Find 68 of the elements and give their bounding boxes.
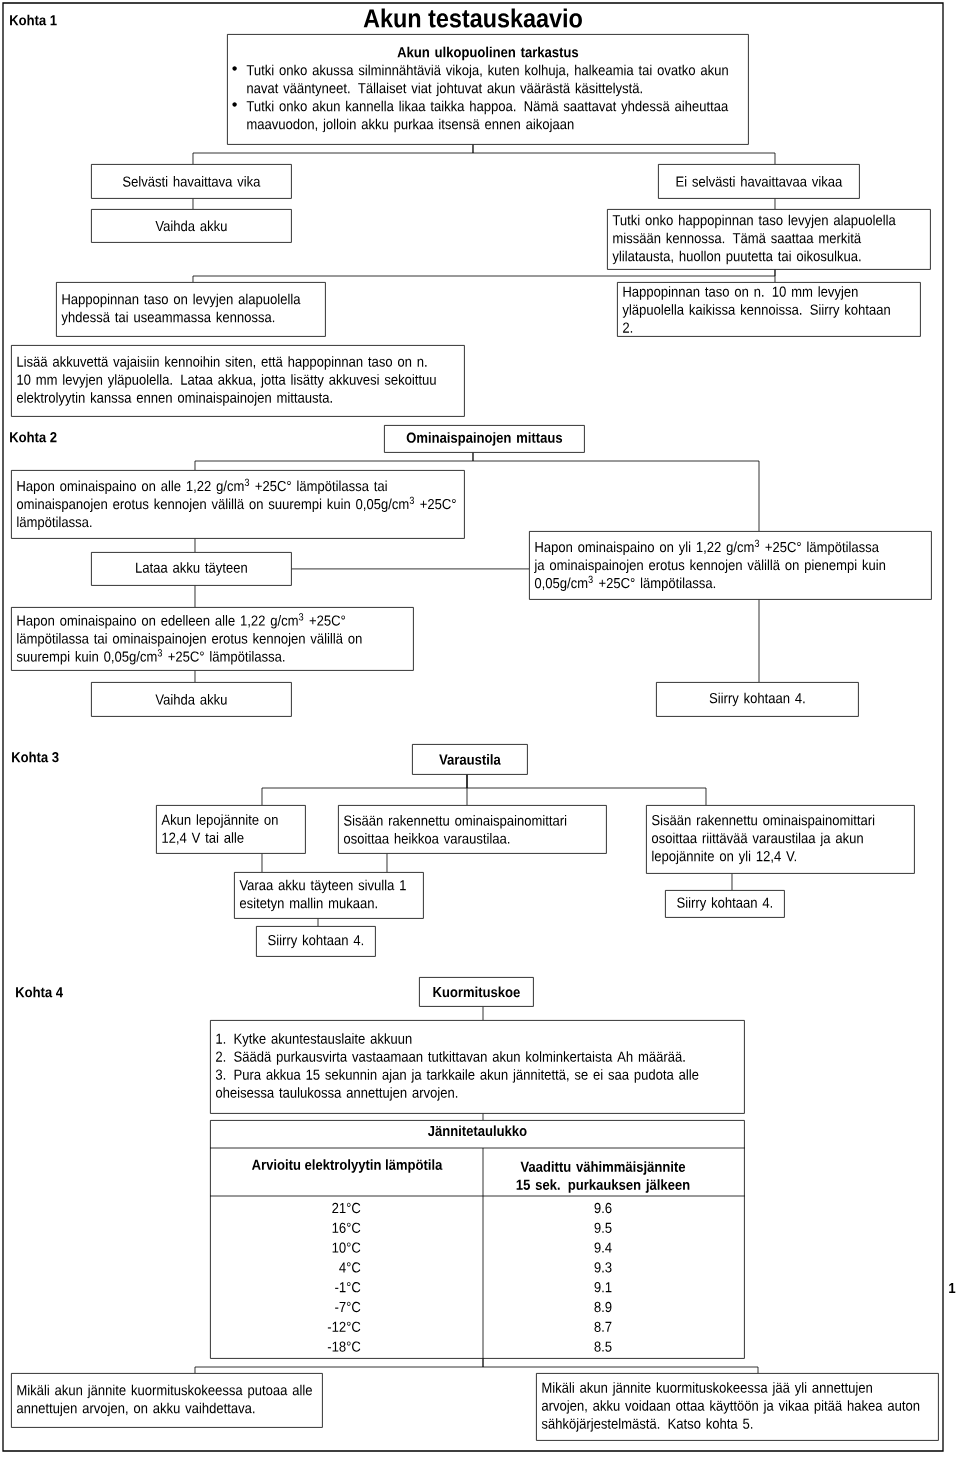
process-box: Mikäli akun jännite kuormituskokeessa putoaa alle annettujen arvojen, on akku vaihdettava. — [11, 1373, 323, 1428]
connector-line — [482, 1358, 759, 1374]
connector-line — [731, 873, 733, 891]
connector-line — [386, 853, 388, 873]
process-box: Akun lepojännite on 12,4 V tai alle — [156, 805, 306, 854]
process-box: Vaihda akku — [91, 209, 292, 243]
process-box: Sisään rakennettu ominaispainomittari osoittaa riittävää varaustilaa ja akun lepojännite on yli 12,4 V. — [646, 805, 915, 874]
connector-line — [194, 538, 196, 553]
connector-line — [472, 144, 776, 165]
connector-line — [472, 452, 760, 532]
table-cell: -7°C — [335, 1301, 361, 1313]
table-cell: 8.9 — [594, 1301, 612, 1313]
table-cell: 4°C — [339, 1262, 361, 1273]
process-box: Mikäli akun jännite kuormituskokeessa jää yli annettujen arvojen, akku voidaan ottaa käyttöön ja vikaa pitää hakea auton sähköjärjestelmästä. Katso kohta 5. — [536, 1373, 939, 1441]
process-box: Sisään rakennettu ominaispainomittari osoittaa heikkoa varaustilaa. — [338, 805, 607, 854]
heading-box: Kuormituskoe — [419, 977, 534, 1007]
table-cell: 10°C — [332, 1242, 361, 1253]
table-cell: 9.3 — [594, 1262, 612, 1273]
process-box: Siirry kohtaan 4. — [656, 682, 859, 717]
column-heading: Vaadittu vähimmäisjännite 15 sek. purkauksen jälkeen — [516, 1161, 690, 1193]
process-box: Siirry kohtaan 4. — [665, 890, 785, 918]
connector-line — [317, 918, 319, 927]
table-cell: 8.5 — [594, 1341, 612, 1352]
connector-line — [774, 269, 776, 283]
connector-line — [192, 198, 194, 210]
connector-line — [194, 670, 196, 683]
connector-line — [466, 774, 707, 806]
table-cell: 8.7 — [594, 1321, 612, 1332]
table-cell: 9.5 — [594, 1222, 612, 1233]
process-box: Hapon ominaispaino on alle 1,22 g/cm$^{3}$ +25C° lämpötilassa tai ominaispanojen erotus kennojen välillä on suurempi kuin 0,05g/cm$^{3}$ +25C° lämpötilassa. — [11, 470, 465, 539]
table-cell: 9.4 — [594, 1242, 612, 1253]
table-cell: 9.1 — [594, 1282, 612, 1293]
process-box: Hapon ominaispaino on edelleen alle 1,22 g/cm$^{3}$ +25C° lämpötilassa tai ominaispainojen erotus kennojen välillä on suurempi kuin 0,05g/cm$^{3}$ +25C° lämpötilassa. — [11, 607, 414, 671]
page-number: 1 — [949, 1283, 956, 1293]
connector-line — [774, 198, 776, 210]
process-box: Ei selvästi havaittavaa vikaa — [658, 164, 860, 199]
process-box: Akun ulkopuolinen tarkastus Tutki onko akussa silminnähtäviä vikoja, kuten kolhuja, halkeamia tai ovatko akun navat vääntyneet. Tällaiset viat johtuvat akun väärästä käsittelystä. Tutki onko akun kannella likaa taikka happoa. Nämä saattavat yhdessä aiheuttaa maavuodon, jolloin akku purkaa itsensä ennen aikojaan — [227, 34, 749, 145]
process-box: Lataa akku täyteen — [91, 552, 292, 586]
connector-line — [194, 585, 196, 608]
process-box: Siirry kohtaan 4. — [256, 926, 376, 957]
process-box: Vaihda akku — [91, 682, 292, 717]
section-label: Kohta 2 — [10, 431, 57, 443]
connector-line — [482, 1006, 484, 1021]
connector-line — [482, 1113, 484, 1121]
table-cell: -12°C — [327, 1321, 361, 1332]
process-box: 1. Kytke akuntestauslaite akkuun 2. Säädä purkausvirta vastaamaan tutkittavan akun kolminkertaista Ah määrää. 3. Pura akkua 15 sekunnin ajan ja tarkkaile akun jännitettä, se ei saa pudota alle oheisessa taulukossa annettujen arvojen. — [210, 1020, 745, 1114]
connector-line — [758, 599, 760, 683]
section-label: Kohta 1 — [10, 14, 57, 26]
process-box: Happopinnan taso on n. 10 mm levyjen yläpuolella kaikissa kennoissa. Siirry kohtaan 2. — [617, 282, 921, 337]
title: Akun testauskaavio — [363, 8, 582, 28]
process-box: Selvästi havaittava vika — [91, 164, 292, 199]
process-box: Hapon ominaispaino on yli 1,22 g/cm$^{3}$ +25C° lämpötilassa ja ominaispainojen erotus kennojen välillä on pienempi kuin 0,05g/cm$^{3}$ +25C° lämpötilassa. — [529, 531, 932, 600]
table-cell: 16°C — [332, 1222, 361, 1233]
table-cell: 9.6 — [594, 1202, 612, 1214]
process-box: Tutki onko happopinnan taso levyjen alapuolella missään kennossa. Tämä saattaa merkitä ylilatausta, huollon puutetta tai oikosulkua. — [607, 209, 931, 270]
table-cell: -18°C — [327, 1341, 361, 1352]
heading-box: Varaustila — [412, 744, 528, 775]
process-box: Lisää akkuvettä vajaisiin kennoihin siten, että happopinnan taso on n. 10 mm levyjen yläpuolella. Lataa akkua, jotta lisätty akkuvesi sekoittuu elektrolyytin kanssa ennen ominaispainojen mittausta. — [11, 345, 465, 417]
table-cell: -1°C — [335, 1282, 361, 1293]
section-label: Kohta 3 — [12, 751, 59, 763]
table-cell: 21°C — [332, 1202, 361, 1214]
heading-box: Ominaispainojen mittaus — [384, 425, 585, 453]
connector-line — [291, 568, 530, 570]
process-box: Varaa akku täyteen sivulla 1 esitetyn mallin mukaan. — [234, 872, 424, 919]
column-heading: Arvioitu elektrolyytin lämpötila — [251, 1159, 443, 1173]
section-label: Kohta 4 — [16, 986, 63, 998]
process-box: Happopinnan taso on levyjen alapuolella yhdessä tai useammassa kennossa. — [56, 282, 326, 337]
connector-line — [261, 853, 263, 873]
